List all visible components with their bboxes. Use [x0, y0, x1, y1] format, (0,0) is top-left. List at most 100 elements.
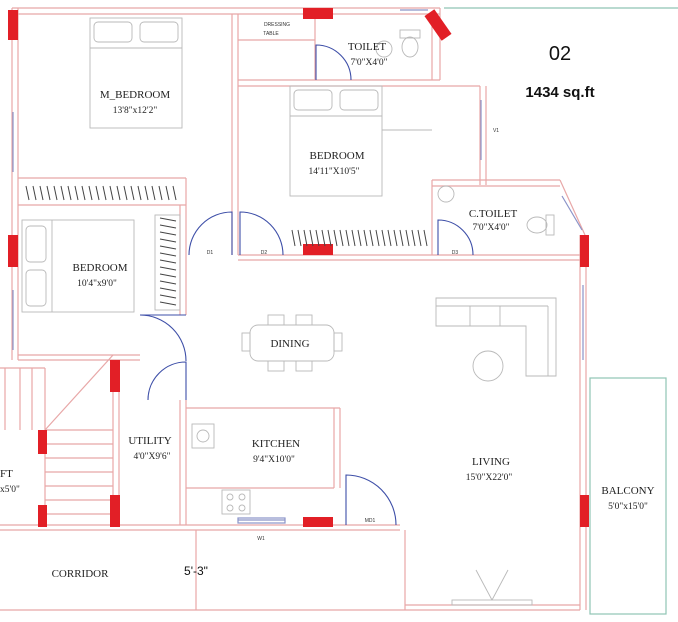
wardrobe-hatch — [137, 185, 142, 201]
wardrobe-hatch — [67, 185, 72, 201]
wardrobe-hatch — [327, 229, 332, 247]
wardrobe-hatch — [387, 229, 392, 247]
wardrobe-hatch — [423, 229, 428, 247]
m-bedroom-label: M_BEDROOM — [100, 89, 171, 101]
wardrobe-hatch — [88, 185, 93, 201]
wardrobe-hatch — [309, 229, 314, 247]
bedroom3-label: BEDROOM — [72, 262, 127, 274]
wardrobe-bedroom2 — [291, 229, 428, 247]
wardrobe-hatch — [172, 185, 177, 201]
wardrobe-hatch — [25, 185, 30, 201]
wardrobe-hatch — [159, 301, 177, 306]
bedroom3-size: 10'4"x9'0" — [77, 279, 117, 289]
wardrobe-hatch — [116, 185, 121, 201]
bedroom2-label: BEDROOM — [309, 150, 364, 162]
wardrobe-master — [25, 185, 177, 201]
m-bedroom-size: 13'8"x12'2" — [113, 106, 158, 116]
wardrobe-hatch — [369, 229, 374, 247]
lift-size: x5'0" — [0, 485, 20, 495]
wardrobe-hatch — [53, 185, 58, 201]
wardrobe-hatch — [81, 185, 86, 201]
door-tag-d2: D2 — [261, 250, 268, 256]
corridor-width: 5'-3" — [184, 564, 208, 578]
wardrobe-hatch — [165, 185, 170, 201]
wardrobe-hatch — [333, 229, 338, 247]
wardrobe-hatch — [411, 229, 416, 247]
wardrobe-hatch — [339, 229, 344, 247]
wardrobe-hatch — [345, 229, 350, 247]
columns — [8, 8, 589, 527]
wardrobe-hatch — [375, 229, 380, 247]
wardrobe-hatch — [109, 185, 114, 201]
wardrobe-hatch — [417, 229, 422, 247]
wardrobe-hatch — [303, 229, 308, 247]
wardrobe-hatch — [159, 273, 177, 278]
utility-label: UTILITY — [128, 435, 171, 447]
c-toilet-size: 7'0"X4'0" — [472, 223, 509, 233]
window-tag-v1: V1 — [493, 128, 499, 134]
unit-number: 02 — [549, 43, 571, 65]
wardrobe-hatch — [32, 185, 37, 201]
unit-area: 1434 sq.ft — [525, 84, 594, 101]
wardrobe-hatch — [159, 217, 177, 222]
balcony-label: BALCONY — [601, 485, 654, 497]
doors — [139, 44, 474, 526]
wardrobe-hatch — [357, 229, 362, 247]
wardrobe-hatch — [130, 185, 135, 201]
toilet-label: TOILET — [348, 41, 387, 53]
kitchen-size: 9'4"X10'0" — [253, 455, 295, 465]
wardrobe-hatch — [393, 229, 398, 247]
window-tag-w1: W1 — [257, 536, 265, 542]
balcony-size: 5'0"x15'0" — [608, 502, 648, 512]
wardrobe-hatch — [123, 185, 128, 201]
wardrobe-hatch — [297, 229, 302, 247]
wardrobe-hatch — [321, 229, 326, 247]
c-toilet-label: C.TOILET — [469, 208, 518, 220]
bedroom2-size: 14'11"X10'5" — [309, 167, 360, 177]
door-tag-d1: D1 — [207, 250, 214, 256]
living-size: 15'0"X22'0" — [466, 473, 513, 483]
walls — [0, 7, 587, 611]
main-door-tag: MD1 — [365, 518, 376, 524]
wardrobe-hatch — [144, 185, 149, 201]
toilet-size: 7'0"X4'0" — [350, 58, 387, 68]
wardrobe-hatch — [159, 294, 177, 299]
dressing-label-1: DRESSING — [264, 22, 290, 28]
furniture — [21, 17, 557, 606]
wardrobe-hatch — [363, 229, 368, 247]
wardrobe-hatch — [159, 266, 177, 271]
windows — [12, 9, 584, 524]
wardrobe-hatch — [95, 185, 100, 201]
wardrobe-hatch — [158, 185, 163, 201]
wardrobe-hatch — [151, 185, 156, 201]
wardrobe-hatch — [159, 252, 177, 257]
wardrobe-hatch — [291, 229, 296, 247]
utility-size: 4'0"X9'6" — [133, 452, 170, 462]
wardrobe-hatch — [159, 238, 177, 243]
kitchen-label: KITCHEN — [252, 438, 300, 450]
wardrobe-hatch — [351, 229, 356, 247]
wardrobe-hatch — [159, 231, 177, 236]
wardrobe-hatch — [381, 229, 386, 247]
balcony-outline — [444, 7, 678, 615]
wardrobe-hatch — [159, 280, 177, 285]
wardrobe-hatch — [159, 287, 177, 292]
wardrobe-hatch — [46, 185, 51, 201]
wardrobe-hatch — [60, 185, 65, 201]
wardrobe-hatch — [39, 185, 44, 201]
lift-label: FT — [0, 468, 13, 480]
wardrobe-hatch — [159, 245, 177, 250]
wardrobe-hatch — [159, 224, 177, 229]
wardrobe-hatch — [74, 185, 79, 201]
door-tag-d3: D3 — [452, 250, 459, 256]
wardrobe-hatch — [159, 259, 177, 264]
dining-label: DINING — [270, 338, 309, 350]
wardrobe-hatch — [405, 229, 410, 247]
living-label: LIVING — [472, 456, 510, 468]
corridor-label: CORRIDOR — [52, 568, 110, 580]
dressing-label-2: TABLE — [263, 31, 279, 37]
wardrobe-hatch — [315, 229, 320, 247]
wardrobe-hatch — [399, 229, 404, 247]
wardrobe-bedroom3 — [159, 217, 177, 306]
